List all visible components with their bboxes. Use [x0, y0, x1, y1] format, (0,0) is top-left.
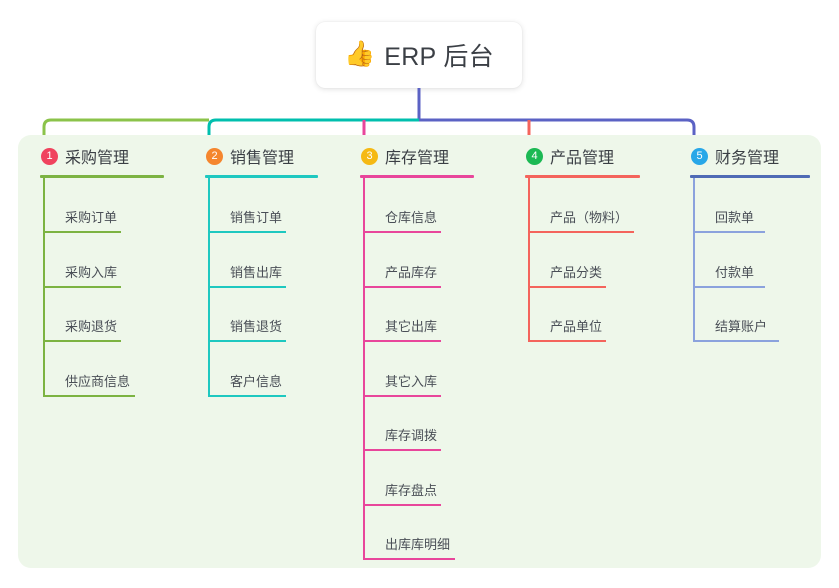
- branch-title: 财务管理: [715, 150, 780, 167]
- branch-leaf-label: 销售出库: [230, 264, 283, 280]
- branch-leaf-rule: [363, 231, 441, 233]
- branch-leaf[interactable]: 库存盘点: [363, 466, 445, 506]
- branch-leaf[interactable]: 库存调拨: [363, 411, 445, 451]
- branch-leaf-rule: [363, 285, 441, 288]
- branch-leaf-label: 回款单: [715, 210, 755, 225]
- branch-leaf-label: 客户信息: [230, 373, 283, 389]
- branch-column-4: 4 产品管理产品（物料） 产品分类产品单位: [525, 135, 690, 342]
- branch-leaf-label: 库存调拨: [385, 428, 438, 443]
- branch-leaf[interactable]: 销售订单: [208, 193, 290, 233]
- branch-leaf-label: 结算账户: [715, 319, 768, 334]
- branch-leaf[interactable]: 结算账户: [693, 302, 783, 342]
- branch-header-1[interactable]: 1 采购管理: [40, 135, 205, 177]
- branch-leaf[interactable]: 产品（物料）: [528, 193, 638, 233]
- thumbs-up-icon: 👍: [344, 39, 376, 68]
- branch-leaf[interactable]: 供应商信息: [43, 357, 139, 397]
- branch-leaf-rule: [208, 394, 286, 397]
- branch-leaf-rule: [363, 449, 441, 451]
- branch-leaf-rule: [693, 231, 765, 233]
- branch-spine: [528, 178, 530, 342]
- branch-number-badge: 5: [691, 147, 708, 165]
- branch-leaf-label: 其它入库: [385, 373, 438, 389]
- branch-leaf-label: 采购入库: [65, 264, 118, 280]
- branch-leaf-label: 产品单位: [550, 319, 603, 334]
- branch-column-2: 2 销售管理销售订单销售出库销售退货客户信息: [205, 135, 370, 397]
- branch-leaf-rule: [363, 340, 441, 342]
- branch-leaf-rule: [528, 231, 634, 233]
- branch-leaf-label: 产品分类: [550, 264, 603, 280]
- branch-header-4[interactable]: 4 产品管理: [525, 135, 690, 177]
- branch-leaf-rule: [693, 285, 765, 288]
- branch-panel: [18, 135, 821, 568]
- branch-leaf[interactable]: 产品分类: [528, 248, 610, 288]
- branch-leaf[interactable]: 回款单: [693, 193, 769, 233]
- branch-leaf-label: 付款单: [715, 264, 755, 280]
- branch-title: 销售管理: [230, 150, 295, 167]
- branch-leaf[interactable]: 采购订单: [43, 193, 125, 233]
- branch-leaf[interactable]: 销售出库: [208, 248, 290, 288]
- branch-leaf-label: 出库库明细: [385, 537, 451, 552]
- branch-leaf[interactable]: 采购入库: [43, 248, 125, 288]
- branch-leaf[interactable]: 其它出库: [363, 302, 445, 342]
- branch-number-badge: 4: [526, 147, 543, 165]
- branch-leaf-label: 销售退货: [230, 319, 283, 334]
- branch-header-rule: [205, 175, 318, 178]
- branch-leaf-rule: [208, 285, 286, 288]
- branch-leaf-label: 供应商信息: [65, 373, 131, 389]
- root-node[interactable]: 👍 ERP 后台: [316, 22, 522, 88]
- branch-leaf[interactable]: 付款单: [693, 248, 769, 288]
- branch-column-5: 5 财务管理回款单付款单结算账户: [690, 135, 839, 342]
- branch-leaf-rule: [43, 231, 121, 233]
- branch-spine: [363, 178, 365, 560]
- branch-leaf[interactable]: 其它入库: [363, 357, 445, 397]
- branch-leaf-label: 产品库存: [385, 264, 438, 280]
- branch-header-2[interactable]: 2 销售管理: [205, 135, 370, 177]
- branch-leaf-rule: [363, 503, 441, 506]
- branch-leaf-rule: [43, 394, 135, 397]
- branch-title: 采购管理: [65, 150, 130, 167]
- branch-leaf[interactable]: 产品单位: [528, 302, 610, 342]
- branch-leaf[interactable]: 采购退货: [43, 302, 125, 342]
- branch-column-3: 3 库存管理仓库信息产品库存其它出库其它入库库存调拨库存盘点出库库明细: [360, 135, 525, 560]
- branch-leaf[interactable]: 出库库明细: [363, 520, 459, 560]
- branch-columns: 1 采购管理采购订单采购入库采购退货供应商信息 2 销售管理销售订单销售出库销售退货客…: [18, 135, 821, 568]
- branch-leaf[interactable]: 客户信息: [208, 357, 290, 397]
- branch-leaf-rule: [43, 285, 121, 288]
- branch-leaf-label: 采购退货: [65, 319, 118, 334]
- branch-header-rule: [690, 175, 810, 178]
- branch-leaf-label: 采购订单: [65, 210, 118, 225]
- branch-header-rule: [40, 175, 164, 178]
- branch-spine: [693, 178, 695, 342]
- branch-number-badge: 1: [41, 147, 58, 165]
- branch-leaf-rule: [693, 340, 779, 342]
- branch-leaf-label: 销售订单: [230, 210, 283, 225]
- branch-leaf-rule: [43, 340, 121, 342]
- root-title: ERP 后台: [384, 43, 494, 71]
- branch-number-badge: 3: [361, 147, 378, 165]
- branch-leaf-rule: [208, 340, 286, 342]
- branch-header-3[interactable]: 3 库存管理: [360, 135, 525, 177]
- branch-leaf-label: 库存盘点: [385, 482, 438, 498]
- branch-header-rule: [360, 175, 474, 178]
- branch-header-5[interactable]: 5 财务管理: [690, 135, 839, 177]
- branch-leaf[interactable]: 仓库信息: [363, 193, 445, 233]
- branch-leaf[interactable]: 产品库存: [363, 248, 445, 288]
- branch-leaf-label: 产品（物料）: [550, 210, 629, 225]
- branch-leaf-rule: [528, 285, 606, 288]
- branch-leaf[interactable]: 销售退货: [208, 302, 290, 342]
- branch-leaf-rule: [528, 340, 606, 342]
- branch-leaf-rule: [208, 231, 286, 233]
- branch-leaf-label: 仓库信息: [385, 210, 438, 225]
- branch-leaf-rule: [363, 558, 455, 560]
- branch-number-badge: 2: [206, 147, 223, 165]
- branch-title: 产品管理: [550, 150, 615, 167]
- branch-title: 库存管理: [385, 150, 450, 167]
- branch-leaf-rule: [363, 394, 441, 397]
- branch-column-1: 1 采购管理采购订单采购入库采购退货供应商信息: [40, 135, 205, 397]
- branch-header-rule: [525, 175, 640, 178]
- branch-leaf-label: 其它出库: [385, 319, 438, 334]
